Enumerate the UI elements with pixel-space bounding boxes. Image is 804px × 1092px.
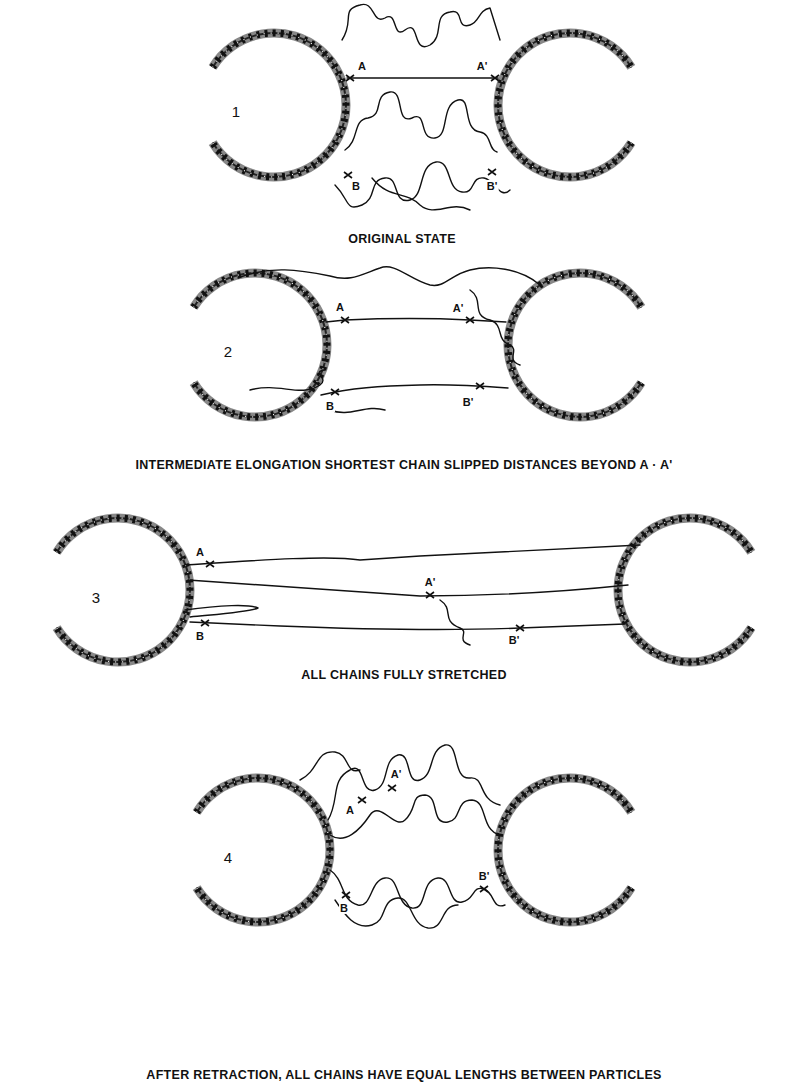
particle-ring xyxy=(197,778,330,922)
particle-ring xyxy=(213,33,346,177)
particle-ring xyxy=(57,518,190,662)
particle-ring xyxy=(194,273,327,417)
point-label: B' xyxy=(508,634,521,646)
point-label: A' xyxy=(452,302,465,314)
particle-ring xyxy=(194,273,327,417)
particle-ring xyxy=(57,518,190,662)
particle-ring xyxy=(618,518,751,662)
particle-ring xyxy=(213,33,346,177)
point-label: B' xyxy=(478,870,491,882)
particle-ring xyxy=(197,778,330,922)
point-label: A' xyxy=(476,60,489,72)
particle-ring xyxy=(498,33,631,177)
chain-mark xyxy=(516,625,524,631)
point-label: B' xyxy=(462,396,475,408)
particle-ring xyxy=(498,778,631,922)
panel-number: 3 xyxy=(91,590,101,607)
point-label: B xyxy=(351,180,361,192)
particle-ring xyxy=(194,273,327,417)
point-label: B xyxy=(325,400,335,412)
chain-mark xyxy=(388,785,396,791)
particle-ring xyxy=(213,33,346,177)
particle-ring xyxy=(618,518,751,662)
particle-ring xyxy=(508,273,641,417)
particle-ring xyxy=(498,33,631,177)
chain-mark xyxy=(466,317,474,323)
panel-number: 4 xyxy=(223,850,233,867)
panel-number: 1 xyxy=(231,104,241,121)
chain-mark xyxy=(480,886,488,892)
chain-mark xyxy=(342,892,350,898)
chain-mark xyxy=(201,620,209,626)
chain-mark xyxy=(476,383,484,389)
particle-ring xyxy=(498,33,631,177)
chain-mark xyxy=(341,317,349,323)
particle-ring xyxy=(508,273,641,417)
particle-ring xyxy=(197,778,330,922)
particle-ring xyxy=(508,273,641,417)
particle-ring xyxy=(498,778,631,922)
particle-ring xyxy=(57,518,190,662)
particle-ring xyxy=(498,778,631,922)
chain-mark xyxy=(491,75,499,81)
particle-ring xyxy=(57,518,190,662)
particle-ring xyxy=(618,518,751,662)
point-label: B xyxy=(339,902,349,914)
particle-ring xyxy=(197,778,330,922)
chain-mark xyxy=(346,75,354,81)
particle-ring xyxy=(618,518,751,662)
point-label: A xyxy=(345,804,355,816)
chain-mark xyxy=(331,389,339,395)
panel-caption: AFTER RETRACTION, ALL CHAINS HAVE EQUAL … xyxy=(145,1069,662,1083)
panel-number: 2 xyxy=(223,344,233,361)
particle-ring xyxy=(508,273,641,417)
particle-ring xyxy=(498,778,631,922)
chain-mark xyxy=(426,592,434,598)
particle-ring xyxy=(213,33,346,177)
particle-ring xyxy=(194,273,327,417)
point-label: B xyxy=(195,630,205,642)
point-label: A' xyxy=(424,576,437,588)
panel-caption: INTERMEDIATE ELONGATION SHORTEST CHAIN S… xyxy=(134,459,673,473)
point-label: B' xyxy=(486,180,499,192)
chain-mark xyxy=(206,561,214,567)
chain-mark xyxy=(344,172,352,178)
point-label: A xyxy=(357,60,367,72)
point-label: A xyxy=(195,546,205,558)
particle-ring xyxy=(498,33,631,177)
point-label: A' xyxy=(390,768,403,780)
panel-caption: ORIGINAL STATE xyxy=(347,233,457,247)
chain-mark xyxy=(488,169,496,175)
chain-mark xyxy=(358,797,366,803)
panel-caption: ALL CHAINS FULLY STRETCHED xyxy=(300,669,508,683)
point-label: A xyxy=(335,301,345,313)
